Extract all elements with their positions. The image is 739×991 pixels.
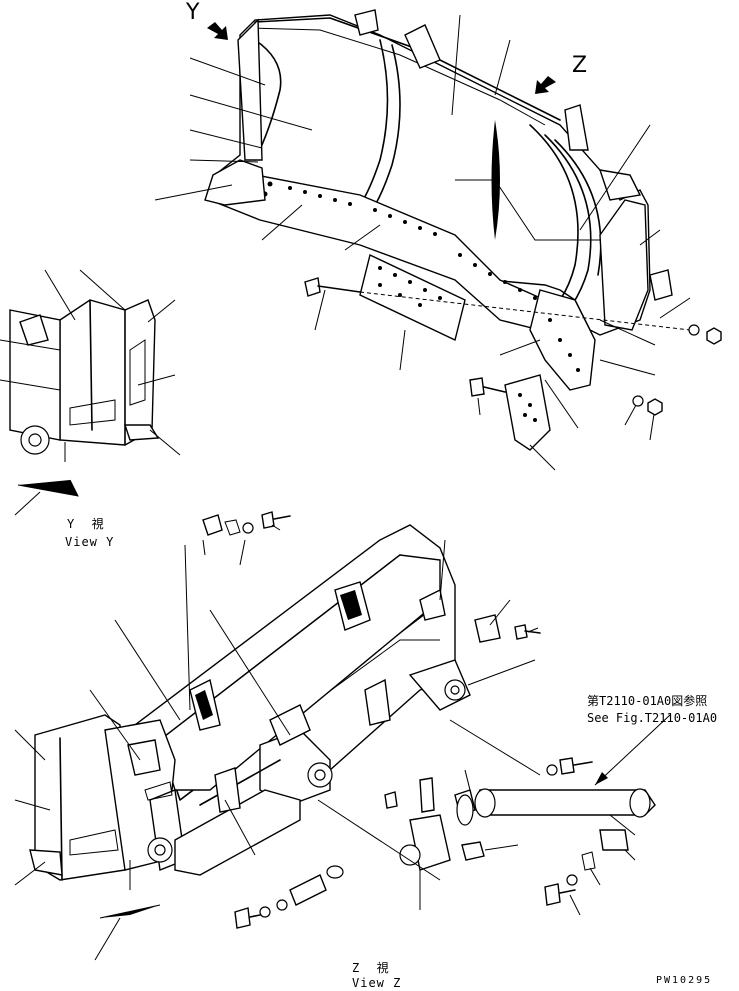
blade-assembly	[154, 9, 722, 471]
view-y-arrow-icon	[207, 22, 228, 40]
drawing-code: PW10295	[656, 975, 713, 986]
see-figure-ref-en: See Fig.T2110-01A0	[587, 711, 718, 725]
frame-assembly	[14, 511, 671, 961]
see-figure-ref-jp: 第T2110-01A0図参照	[587, 694, 708, 708]
view-y-arrow-label: Y	[186, 0, 200, 25]
view-y-caption-en: View Y	[65, 535, 115, 549]
view-y-detail	[0, 269, 181, 516]
view-z-caption-en: View Z	[352, 976, 402, 990]
view-y-caption-jp: Y 視	[67, 517, 105, 531]
view-z-arrow-icon	[535, 76, 556, 94]
view-z-caption-jp: Z 視	[352, 961, 390, 975]
view-z-arrow-label: Z	[572, 53, 588, 78]
